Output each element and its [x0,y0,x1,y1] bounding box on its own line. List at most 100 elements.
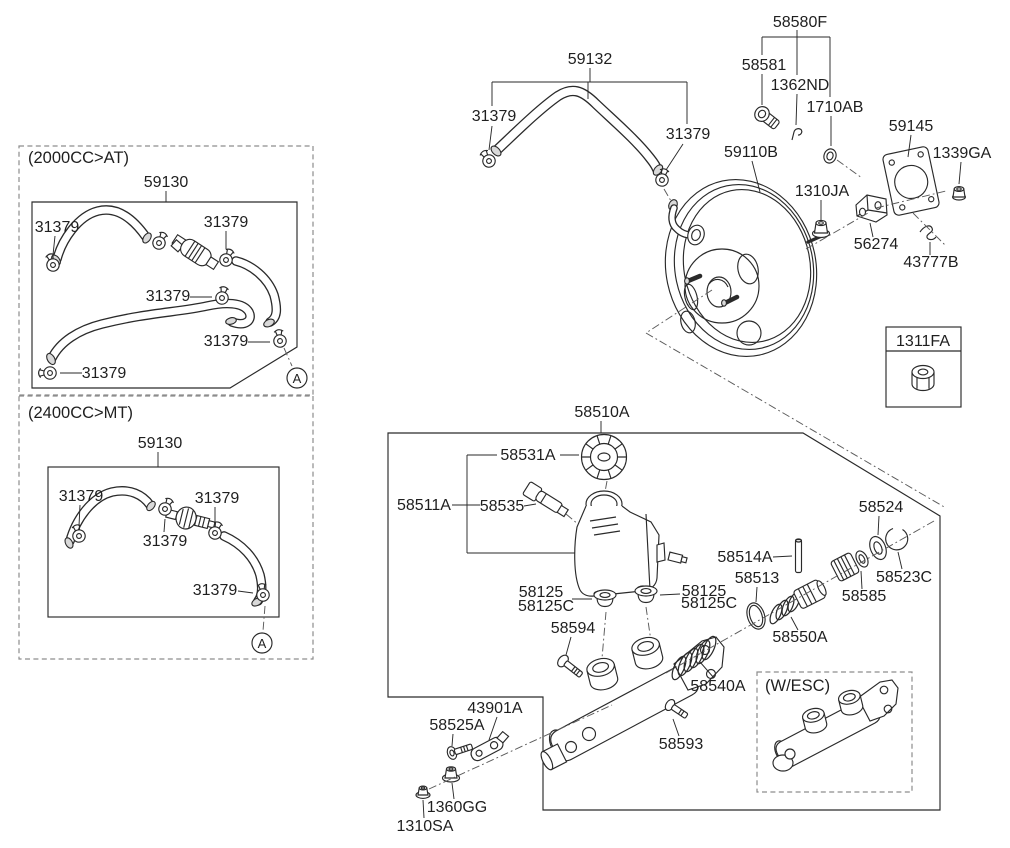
label-58593: 58593 [659,736,704,753]
label-58125c-right: 58125C [681,595,737,612]
grommet-left [593,589,617,608]
label-56274: 56274 [854,236,899,253]
variant-caption-2400cc: (2400CC>MT) [28,404,133,422]
hose-assembly-frame-2000cc [31,201,298,389]
label-58510a: 58510A [574,404,629,421]
esc-variant-box: (W/ESC) [756,671,913,793]
check-valve-2000cc [170,233,220,271]
label-59130-2400cc: 59130 [138,435,183,452]
label-58511a: 58511A [397,497,451,514]
stop-lamp-bolt [754,106,780,130]
washer-1710ab [823,148,837,164]
vacuum-hose-left-2400cc [64,486,156,549]
brake-booster-59110b [664,178,826,358]
label-1339ga: 1339GA [933,145,992,162]
label-59132: 59132 [568,51,613,68]
label-31379: 31379 [82,365,127,382]
label-58513: 58513 [735,570,780,587]
label-1311fa: 1311FA [896,333,950,350]
label-31379-hose-left: 31379 [472,108,517,125]
bolt-58593 [664,698,689,719]
label-58535: 58535 [480,498,525,515]
booster-group: 59132 31379 31379 [472,14,992,509]
esc-caption: (W/ESC) [765,677,830,695]
ref-marker-a-2000cc: A [286,367,308,389]
hose-clamp-icon [38,366,57,380]
label-1310ja: 1310JA [795,183,850,200]
o-ring-58513 [746,602,766,630]
label-31379-hose-right: 31379 [666,126,711,143]
label-58524: 58524 [859,499,904,516]
screw-58594 [557,654,583,678]
label-58523c: 58523C [876,569,932,586]
label-59110b: 59110B [724,144,778,161]
label-58125c-left: 58125C [518,598,574,615]
esc-master-cylinder [772,679,899,772]
hose-assembly-frame-2400cc [47,466,280,618]
label-31379: 31379 [59,488,104,505]
label-31379: 31379 [143,533,188,550]
primary-piston-58550a [769,552,860,625]
vacuum-hose-lower-2000cc [46,298,255,366]
bracket-56274 [855,194,888,223]
hose-clamp-icon [150,229,171,252]
label-58581: 58581 [742,57,787,74]
label-59130-2000cc: 59130 [144,174,189,191]
variant-box-2000cc: (2000CC>AT) 59130 [18,145,314,396]
label-43777b: 43777B [903,254,958,271]
label-58580f: 58580F [773,14,827,31]
snap-ring-58523c [885,527,909,551]
svg-text:A: A [293,371,302,386]
nut-box-1311fa: 1311FA [885,326,962,408]
label-58125-right: 58125 [682,583,727,600]
label-58125-left: 58125 [519,584,564,601]
label-58540a: 58540A [690,678,745,695]
washer-58524 [869,535,887,561]
variant-box-2000cc-border [18,145,314,396]
reservoir-cap-58531a [580,433,628,481]
label-58594: 58594 [551,620,596,637]
label-31379: 31379 [35,219,80,236]
hose-clamp-icon [271,328,288,349]
svg-text:A: A [258,636,267,651]
label-1310sa: 1310SA [397,818,454,835]
screw-58525a [446,743,474,760]
master-cylinder-frame [387,432,941,811]
label-59145: 59145 [889,118,934,135]
grommet-right [634,585,658,604]
gasket-59145 [882,146,940,216]
vacuum-hose-right-2000cc [231,256,282,328]
label-31379: 31379 [204,214,249,231]
variant-caption-2000cc: (2000CC>AT) [28,149,129,167]
nut-1360gg [441,766,461,783]
label-43901a: 43901A [467,700,522,717]
nut-icon-1311fa [911,364,935,392]
ref-marker-a-2400cc: A [251,632,273,654]
retainer-clip-1362nd [791,128,803,141]
label-31379: 31379 [195,490,240,507]
pin-58514a [794,538,803,574]
variant-box-2400cc-border [18,395,314,660]
label-31379: 31379 [146,288,191,305]
nut-1310ja [811,219,831,239]
level-sensor-58535 [522,481,570,518]
master-cylinder-group: 58510A 58531A 58511A 58535 [387,404,941,835]
label-58585: 58585 [842,588,887,605]
nut-1310sa [415,785,431,799]
variant-box-2400cc: (2400CC>MT) 59130 31379 31379 [18,395,314,660]
label-1360gg: 1360GG [427,799,487,816]
label-1362nd: 1362ND [771,77,830,94]
label-31379: 31379 [204,333,249,350]
bracket-43901a [470,730,510,762]
nut-1339ga [952,186,966,201]
label-58550a: 58550A [772,629,827,646]
label-31379: 31379 [193,582,238,599]
return-spring-58540a [671,635,717,681]
label-58514a: 58514A [717,549,772,566]
label-58525a: 58525A [429,717,484,734]
label-58531a: 58531A [500,447,555,464]
reservoir-tank [574,490,688,598]
vacuum-hose-59132 [490,85,664,176]
